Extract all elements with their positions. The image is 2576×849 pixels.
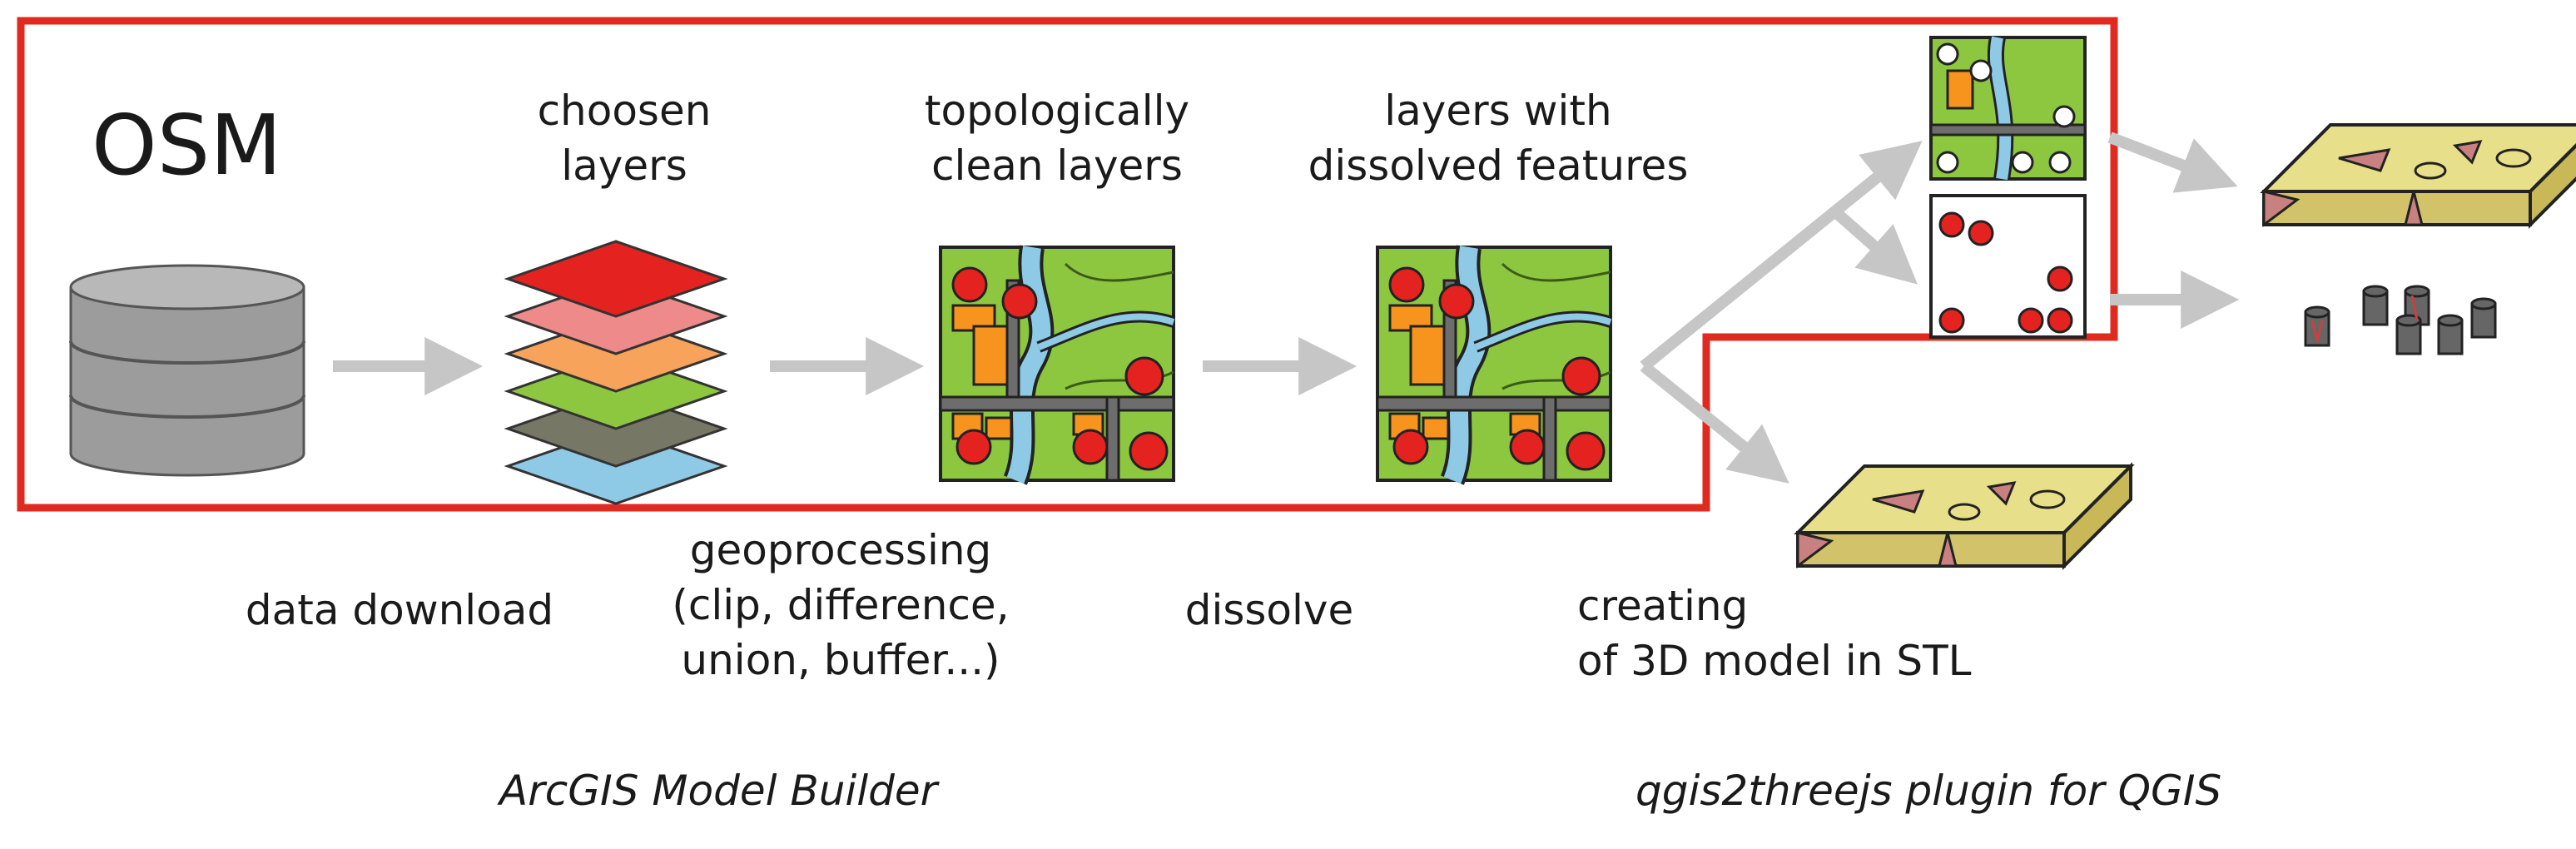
arrow-to-terrain-model xyxy=(1640,361,1789,484)
tool-arcgis-model-builder: ArcGIS Model Builder xyxy=(499,767,938,815)
terrain-model-with-holes-icon xyxy=(2262,123,2576,226)
map-with-holes-icon xyxy=(1929,36,2087,181)
flow-arrows xyxy=(333,132,2240,484)
osm-title: OSM xyxy=(92,97,282,194)
clean-layers-map-icon xyxy=(941,247,1174,480)
step-creating-3d-model: creating of 3D model in STL xyxy=(1577,582,1972,685)
arrow-to-top-model xyxy=(2107,132,2238,193)
layer-stack-icon xyxy=(504,240,728,505)
database-icon xyxy=(69,264,305,477)
step-data-download: data download xyxy=(245,586,554,634)
layer-sheet xyxy=(504,240,728,318)
arrow-to-points-map xyxy=(1827,203,1918,285)
points-map-icon xyxy=(1929,194,2087,339)
arrow-to-holes-map xyxy=(1640,141,1923,371)
stage-clean-layers: topologically clean layers xyxy=(924,87,1190,190)
cylinder-pieces-icon xyxy=(2304,285,2497,355)
terrain-model-icon xyxy=(1796,464,2132,568)
step-dissolve: dissolve xyxy=(1184,586,1354,634)
stage-dissolved-layers: layers with dissolved features xyxy=(1308,87,1689,190)
step-geoprocessing: geoprocessing (clip, difference, union, … xyxy=(672,526,1010,684)
tool-qgis2threejs-plugin: qgis2threejs plugin for QGIS xyxy=(1635,767,2222,815)
stage-chosen-layers: choosen layers xyxy=(537,87,712,190)
arcgis-frame xyxy=(17,17,2118,512)
dissolved-layers-map-icon xyxy=(1377,247,1611,480)
